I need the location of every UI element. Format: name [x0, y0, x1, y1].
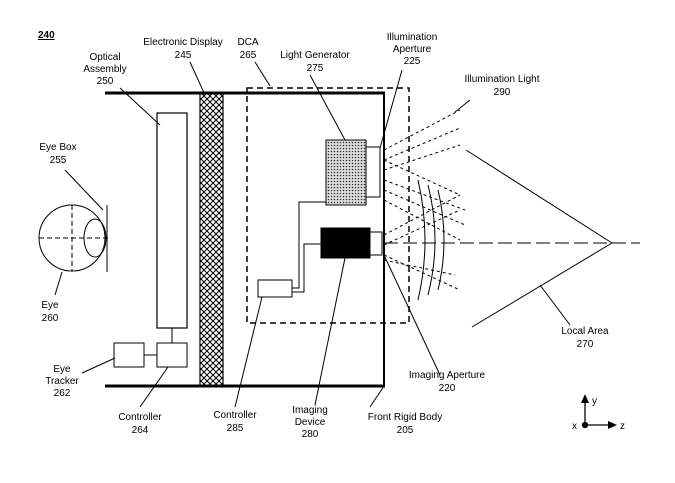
controller-264-wires — [144, 328, 173, 356]
dca-num: 265 — [240, 50, 257, 61]
illumination-aperture-num: 225 — [404, 56, 421, 67]
imaging-aperture-lens — [369, 231, 383, 256]
controller-285-label: Controller 285 — [213, 410, 257, 434]
front-rigid-body-num: 205 — [397, 425, 414, 436]
imaging-device-label: Imaging Device 280 — [292, 405, 328, 440]
controller-285-num: 285 — [227, 423, 244, 434]
axes-indicator — [581, 394, 617, 429]
imaging-device-num: 280 — [302, 429, 319, 440]
local-area-num: 270 — [577, 339, 594, 350]
controller-264-box — [156, 342, 188, 368]
local-area — [384, 149, 640, 328]
eye-num: 260 — [42, 313, 59, 324]
light-generator-label: Light Generator 275 — [280, 50, 350, 74]
dca-name: DCA — [237, 37, 258, 48]
imaging-aperture-label: Imaging Aperture 220 — [409, 370, 486, 394]
controller-285-box — [257, 279, 293, 298]
axis-x-label: x — [572, 421, 577, 432]
eye-tracker-box — [113, 342, 145, 368]
leader-lines — [54, 61, 571, 408]
illumination-light-label: Illumination Light 290 — [464, 74, 539, 98]
electronic-display — [199, 92, 224, 387]
illumination-light-num: 290 — [494, 87, 511, 98]
dca-box — [246, 87, 410, 324]
dca-label: DCA 265 — [237, 37, 258, 61]
illumination-aperture-name-2: Aperture — [393, 44, 432, 55]
electronic-display-name: Electronic Display — [143, 37, 222, 48]
illumination-light-rays — [383, 109, 466, 291]
front-rigid-body-label: Front Rigid Body 205 — [368, 412, 442, 436]
eye-box-num: 255 — [50, 155, 67, 166]
electronic-display-label: Electronic Display 245 — [143, 37, 222, 61]
optical-assembly-name-2: Assembly — [83, 64, 126, 75]
controller-264-label: Controller 264 — [118, 412, 162, 436]
eye-tracker-name-2: Tracker — [45, 376, 79, 387]
eye-tracker-name-1: Eye — [53, 364, 71, 375]
optical-assembly-name-1: Optical — [89, 52, 120, 63]
eye-name: Eye — [41, 300, 59, 311]
axis-z-label: z — [620, 421, 625, 432]
front-rigid-body — [105, 91, 385, 388]
local-area-name: Local Area — [561, 326, 609, 337]
illumination-aperture-label: Illumination Aperture 225 — [387, 32, 438, 67]
optical-assembly-num: 250 — [97, 76, 114, 87]
imaging-aperture-num: 220 — [439, 383, 456, 394]
light-generator-num: 275 — [307, 63, 324, 74]
light-generator — [325, 139, 367, 206]
eye — [38, 204, 108, 272]
controller-285-wires — [292, 201, 326, 293]
optical-assembly-label: Optical Assembly 250 — [83, 52, 126, 87]
eye-label: Eye 260 — [41, 300, 59, 324]
illumination-aperture-name-1: Illumination — [387, 32, 438, 43]
imaging-device-name-1: Imaging — [292, 405, 328, 416]
imaging-aperture-name: Imaging Aperture — [409, 370, 486, 381]
illumination-light-name: Illumination Light — [464, 74, 539, 85]
figure-number: 240 — [38, 30, 55, 41]
eye-box-name: Eye Box — [39, 142, 76, 153]
electronic-display-num: 245 — [175, 50, 192, 61]
controller-264-num: 264 — [132, 425, 149, 436]
light-generator-name: Light Generator — [280, 50, 350, 61]
controller-264-name: Controller — [118, 412, 162, 423]
eye-box-label: Eye Box 255 — [39, 142, 76, 166]
axis-y-label: y — [592, 396, 597, 407]
imaging-device — [320, 227, 371, 259]
eye-tracker-num: 262 — [54, 388, 71, 399]
illumination-aperture-lens — [365, 146, 381, 198]
controller-285-name: Controller — [213, 410, 257, 421]
front-rigid-body-name: Front Rigid Body — [368, 412, 442, 423]
optical-assembly — [156, 112, 188, 329]
eye-tracker-label: Eye Tracker 262 — [45, 364, 79, 399]
local-area-label: Local Area 270 — [561, 326, 609, 350]
imaging-device-name-2: Device — [295, 417, 326, 428]
wavefront-arcs — [417, 179, 445, 301]
